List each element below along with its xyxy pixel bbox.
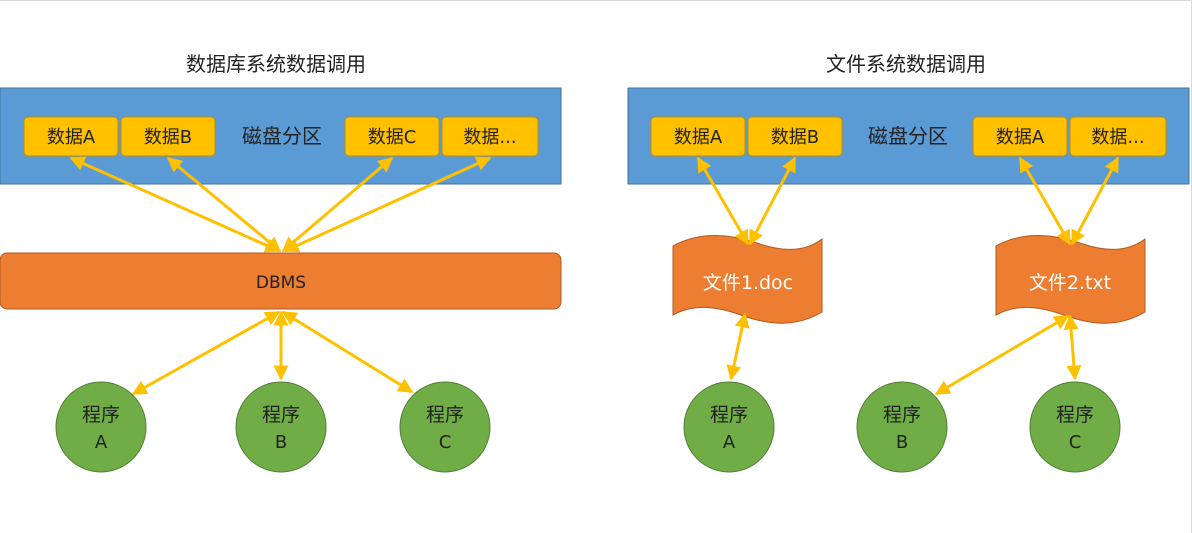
right-partition-label: 磁盘分区: [868, 124, 948, 148]
right-program-b-line1: 程序: [883, 404, 921, 426]
left-program-b: [235, 381, 327, 473]
arrow-file2-data-a: [1018, 156, 1072, 246]
arrow-dbms-data-more: [283, 156, 492, 253]
left-data-block-4: [441, 116, 539, 157]
left-program-c-line1: 程序: [426, 404, 464, 426]
arrow-file1-data-b: [748, 156, 797, 246]
right-program-c-line2: C: [1069, 432, 1082, 453]
left-program-b-line1: 程序: [262, 404, 300, 426]
right-program-a: [683, 381, 775, 473]
left-data-block-3: [344, 116, 440, 157]
right-lower-arrows: [726, 312, 1082, 396]
left-data-block-3-label: 数据C: [368, 127, 417, 148]
left-program-c: [399, 381, 491, 473]
left-program-a: [55, 381, 147, 473]
right-title: 文件系统数据调用: [826, 52, 986, 76]
left-program-b-line2: B: [275, 432, 287, 453]
left-data-block-4-label: 数据...: [463, 127, 516, 148]
arrow-file2-data-more: [1070, 156, 1120, 246]
right-program-a-line1: 程序: [710, 404, 748, 426]
right-data-block-4: [1069, 116, 1167, 157]
arrow-file1-data-a: [696, 156, 750, 246]
file-1-label: 文件1.doc: [703, 272, 793, 294]
left-upper-arrows: [69, 156, 492, 253]
right-program-c-line1: 程序: [1056, 404, 1094, 426]
dbms-label: DBMS: [256, 273, 306, 293]
arrow-file1-program-a: [726, 312, 750, 381]
left-data-block-1-label: 数据A: [47, 127, 96, 148]
right-program-a-line2: A: [723, 432, 736, 453]
left-data-block-1: [23, 116, 119, 157]
arrow-dbms-data-b: [166, 156, 282, 253]
left-data-block-2-label: 数据B: [144, 127, 192, 148]
right-data-block-4-label: 数据...: [1091, 127, 1144, 148]
left-title: 数据库系统数据调用: [186, 52, 366, 76]
file-2-label: 文件2.txt: [1029, 272, 1111, 294]
left-data-block-2: [120, 116, 216, 157]
left-partition-label: 磁盘分区: [242, 124, 322, 148]
left-lower-arrows: [131, 310, 414, 396]
top-border: [0, 0, 1192, 1]
arrow-file2-program-b: [934, 314, 1070, 396]
right-data-block-3-label: 数据A: [996, 127, 1045, 148]
dbms-box: [0, 252, 562, 310]
left-program-c-line2: C: [439, 432, 452, 453]
right-data-block-3: [972, 116, 1068, 157]
right-data-block-2: [747, 116, 843, 157]
right-data-block-2-label: 数据B: [771, 127, 819, 148]
right-program-c: [1029, 381, 1121, 473]
left-program-a-line1: 程序: [82, 404, 120, 426]
arrow-file2-program-c: [1063, 314, 1082, 381]
right-data-block-1: [650, 116, 746, 157]
right-program-b: [856, 381, 948, 473]
arrow-dbms-program-c: [281, 310, 414, 394]
arrow-dbms-program-a: [131, 310, 281, 396]
right-data-block-1-label: 数据A: [674, 127, 723, 148]
right-program-b-line2: B: [896, 432, 908, 453]
right-upper-arrows: [696, 156, 1120, 246]
left-program-a-line2: A: [95, 432, 108, 453]
